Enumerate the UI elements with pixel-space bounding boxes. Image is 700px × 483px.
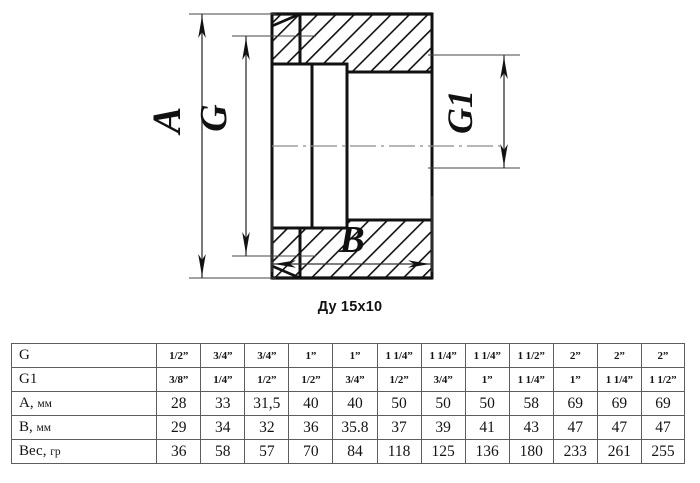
table-cell: 39: [420, 415, 466, 440]
table-cell: 1”: [332, 343, 378, 368]
dim-g1-arrow-top: [500, 57, 508, 79]
table-cell: 28: [156, 391, 202, 416]
table-cell: 40: [288, 391, 334, 416]
chamfer-upper: [271, 12, 301, 28]
dim-b-arrow-left: [274, 260, 296, 268]
table-cell: 261: [596, 439, 642, 464]
table-cell: 34: [200, 415, 246, 440]
table-cell: 41: [464, 415, 510, 440]
table-cell: 32: [244, 415, 290, 440]
table-row-header: Вес, гр: [10, 439, 158, 464]
table-cell: 3/4”: [332, 367, 378, 392]
dim-g-arrow-top: [242, 38, 250, 60]
table-cell: 58: [508, 391, 554, 416]
table-cell: 50: [420, 391, 466, 416]
table-cell: 118: [376, 439, 422, 464]
table-cell: 50: [376, 391, 422, 416]
table-cell: 84: [332, 439, 378, 464]
table-cell: 3/8”: [156, 367, 202, 392]
table-cell: 40: [332, 391, 378, 416]
table-row-unit: мм: [37, 398, 52, 410]
drawing-geometry: A G G1 B: [144, 12, 520, 280]
table-cell: 1 1/4”: [508, 367, 554, 392]
table-cell: 1 1/2”: [508, 343, 554, 368]
table-cell: 43: [508, 415, 554, 440]
table-cell: 1 1/2”: [640, 367, 686, 392]
table-row-header: G1: [10, 367, 158, 392]
dim-label-g: G: [193, 104, 235, 132]
table-cell: 2”: [552, 343, 598, 368]
table-cell: 58: [200, 439, 246, 464]
dim-label-g1: G1: [440, 90, 480, 134]
table-cell: 255: [640, 439, 686, 464]
table-cell: 180: [508, 439, 554, 464]
table-cell: 1”: [464, 367, 510, 392]
table-cell: 69: [596, 391, 642, 416]
table-cell: 31,5: [244, 391, 290, 416]
table-cell: 1 1/4”: [376, 343, 422, 368]
table-cell: 69: [640, 391, 686, 416]
table-cell: 136: [464, 439, 510, 464]
table-row-header: А, мм: [10, 391, 158, 416]
dim-label-a: A: [144, 107, 189, 137]
table-cell: 1/2”: [376, 367, 422, 392]
table-cell: 1/2”: [288, 367, 334, 392]
table-cell: 3/4”: [200, 343, 246, 368]
table-cell: 29: [156, 415, 202, 440]
table-cell: 1”: [288, 343, 334, 368]
table-cell: 33: [200, 391, 246, 416]
table-cell: 1 1/4”: [596, 367, 642, 392]
table-cell: 2”: [640, 343, 686, 368]
table-cell: 47: [552, 415, 598, 440]
dim-b-arrow-right: [408, 260, 430, 268]
dim-label-b: B: [338, 219, 364, 261]
coupling-section-drawing: A G G1 B: [144, 12, 520, 280]
dim-a-arrow-bottom: [198, 254, 206, 276]
table-cell: 47: [596, 415, 642, 440]
table-cell: 1 1/4”: [420, 343, 466, 368]
table-row-header: В, мм: [10, 415, 158, 440]
table-cell: 36: [288, 415, 334, 440]
table-cell: 37: [376, 415, 422, 440]
table-cell: 1/2”: [156, 343, 202, 368]
table-cell: 1”: [552, 367, 598, 392]
table-cell: 35.8: [332, 415, 378, 440]
table-cell: 36: [156, 439, 202, 464]
table-cell: 69: [552, 391, 598, 416]
table-cell: 57: [244, 439, 290, 464]
table-cell: 3/4”: [244, 343, 290, 368]
table-cell: 125: [420, 439, 466, 464]
dim-g-arrow-bottom: [242, 232, 250, 254]
table-cell: 2”: [596, 343, 642, 368]
table-cell: 50: [464, 391, 510, 416]
table-row-header: G: [10, 343, 158, 368]
table-row-unit: мм: [36, 422, 52, 434]
table-cell: 47: [640, 415, 686, 440]
dim-g1-arrow-bottom: [500, 144, 508, 166]
drawing-svg: A G G1 B: [144, 12, 520, 280]
table-cell: 1 1/4”: [464, 343, 510, 368]
table-cell: 1/4”: [200, 367, 246, 392]
table-cell: 233: [552, 439, 598, 464]
table-cell: 70: [288, 439, 334, 464]
table-cell: 3/4”: [420, 367, 466, 392]
table-row-unit: гр: [50, 446, 61, 458]
table-cell: 1/2”: [244, 367, 290, 392]
chamfer-lower: [271, 264, 301, 280]
drawing-caption: Ду 15х10: [317, 299, 383, 315]
dim-a-arrow-top: [198, 16, 206, 38]
